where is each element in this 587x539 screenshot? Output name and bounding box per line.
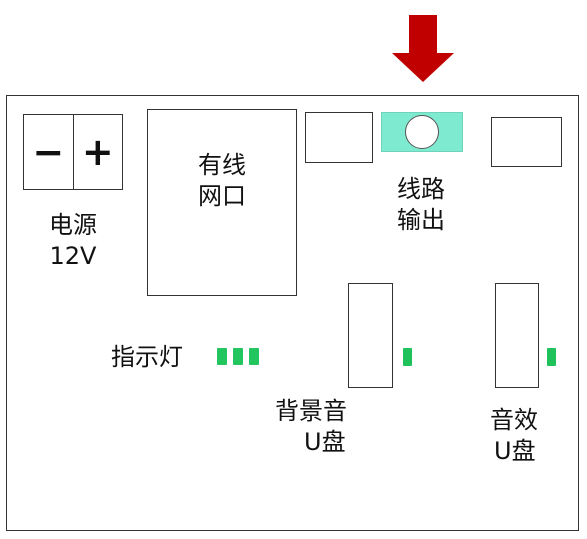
power-label-line1: 电源 [49, 211, 97, 239]
sfx-usb-label-line2: U盘 [494, 437, 536, 465]
ethernet-label-line1: 有线 [198, 151, 246, 179]
power-label: 电源 12V [33, 210, 113, 272]
indicator-led-2 [233, 348, 243, 365]
bgm-usb-slot [348, 283, 393, 388]
line-out-label: 线路 输出 [381, 174, 461, 236]
indicator-led-1 [217, 348, 227, 365]
indicator-label: 指示灯 [111, 343, 183, 371]
minus-icon: − [32, 130, 65, 174]
power-label-line2: 12V [49, 242, 97, 270]
line-out-label-line2: 输出 [397, 206, 445, 234]
bgm-usb-label: 背景音 U盘 [266, 396, 356, 458]
plus-terminal: + [74, 115, 123, 189]
bgm-usb-led [403, 348, 412, 366]
ethernet-port: 有线 网口 [147, 109, 297, 296]
line-out-jack [381, 112, 463, 152]
plus-icon: + [81, 130, 114, 174]
connector-left [305, 112, 373, 163]
jack-hole-icon [405, 115, 439, 149]
connector-right [491, 117, 562, 167]
indicator-led-3 [249, 348, 259, 365]
sfx-usb-label-line1: 音效 [490, 406, 538, 434]
bgm-usb-label-line1: 背景音 [275, 397, 347, 425]
ethernet-label-line2: 网口 [198, 182, 246, 210]
minus-terminal: − [24, 115, 74, 189]
line-out-label-line1: 线路 [397, 175, 445, 203]
sfx-usb-slot [495, 283, 539, 388]
ethernet-label: 有线 网口 [148, 150, 296, 212]
sfx-usb-label: 音效 U盘 [474, 405, 554, 467]
bgm-usb-label-line2: U盘 [304, 428, 346, 456]
sfx-usb-led [547, 348, 556, 366]
pointer-arrow-icon [390, 15, 456, 83]
power-connector: − + [23, 114, 123, 190]
